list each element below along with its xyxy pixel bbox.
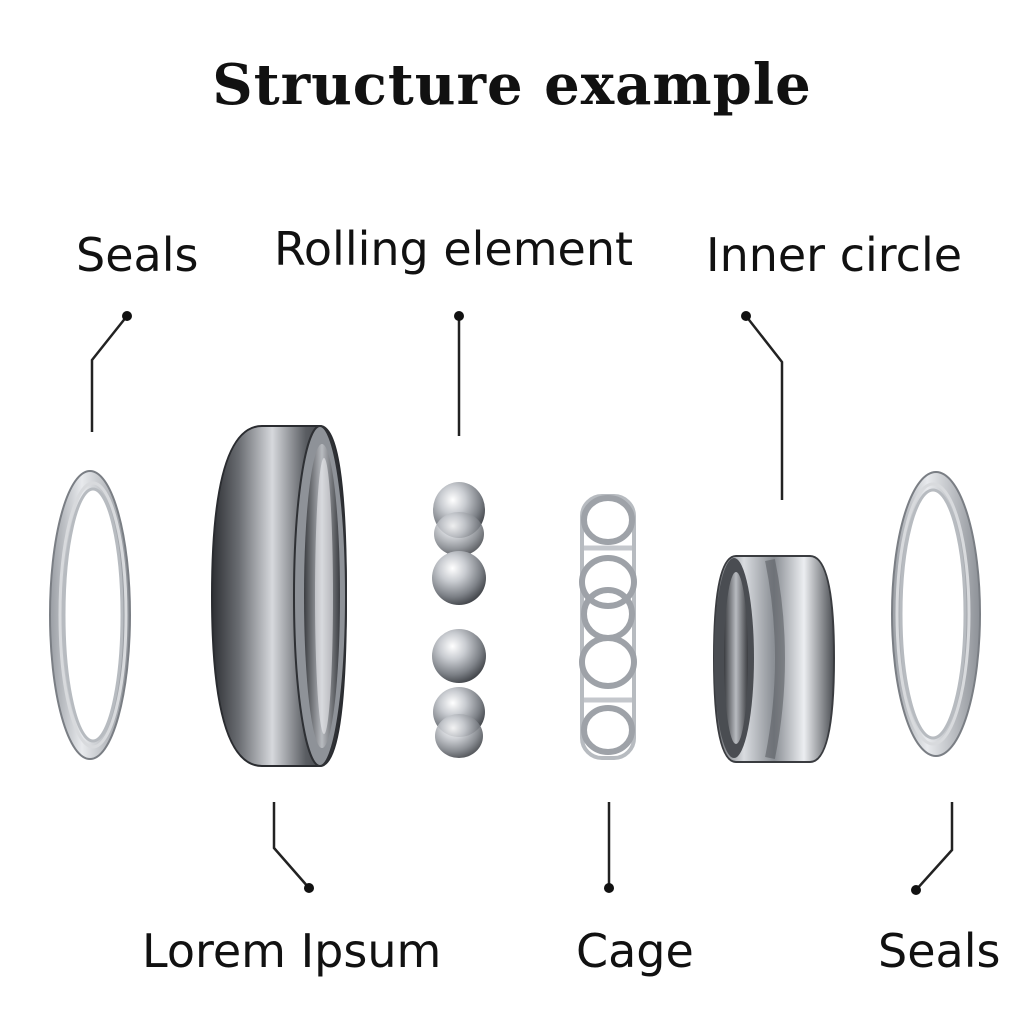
seal-right (891, 471, 981, 757)
leader-outer-ring (272, 802, 310, 889)
leader-seals-top (90, 315, 128, 432)
label-rolling-element: Rolling element (274, 222, 634, 276)
seal-left (49, 470, 131, 760)
inner-ring (712, 555, 836, 763)
label-outer-ring: Lorem Ipsum (142, 924, 442, 978)
label-inner-circle: Inner circle (706, 228, 963, 282)
leader-inner-circle (745, 315, 784, 500)
label-seals-bottom: Seals (878, 924, 1001, 978)
leader-lines (90, 315, 954, 891)
outer-ring (210, 425, 348, 767)
diagram-title: Structure example (212, 52, 812, 118)
cage (579, 494, 637, 760)
label-cage: Cage (576, 924, 694, 978)
leader-dots (122, 311, 921, 895)
rolling-elements (432, 482, 486, 758)
label-seals-top: Seals (76, 228, 199, 282)
leader-seals-bottom (915, 802, 954, 891)
